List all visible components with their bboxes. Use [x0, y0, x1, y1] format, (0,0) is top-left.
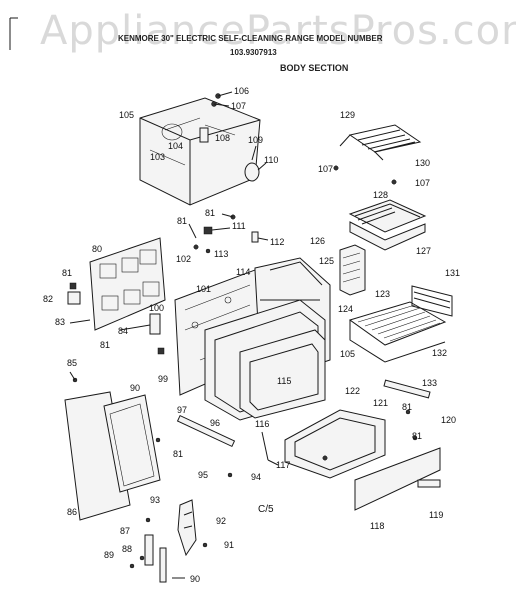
label-81e: 81: [402, 402, 412, 412]
label-119: 119: [429, 510, 443, 520]
label-88: 88: [122, 544, 132, 554]
label-82: 82: [43, 294, 53, 304]
diagram-header-number: 103.9307913: [230, 48, 277, 57]
label-121: 121: [373, 398, 388, 408]
label-113: 113: [214, 249, 228, 259]
label-103: 103: [150, 152, 165, 162]
label-130: 130: [415, 158, 430, 168]
label-81d: 81: [100, 340, 110, 350]
part-90-rod: [159, 547, 167, 583]
footer-code: C/5: [258, 504, 274, 515]
label-131: 131: [445, 268, 460, 278]
label-90: 90: [130, 383, 140, 393]
label-126: 126: [310, 236, 325, 246]
part-119-handle: [417, 479, 441, 488]
label-107b: 107: [318, 164, 333, 174]
label-81f: 81: [412, 431, 422, 441]
part-118-drawer-front: [354, 447, 441, 511]
label-104: 104: [168, 141, 183, 151]
label-105: 105: [119, 110, 134, 120]
part-131-rack: [411, 285, 453, 317]
part-106-screw: [215, 91, 233, 99]
label-102: 102: [176, 254, 191, 264]
label-87: 87: [120, 526, 130, 536]
label-90b: 90: [190, 574, 200, 584]
label-84: 84: [118, 326, 128, 336]
label-80: 80: [92, 244, 102, 254]
label-108: 108: [215, 133, 230, 143]
label-132: 132: [432, 348, 447, 358]
label-96: 96: [210, 418, 220, 428]
watermark: AppliancePartsPros.com: [40, 8, 516, 54]
part-133-trim: [383, 379, 431, 399]
part-128-broiler-pan: [348, 199, 427, 251]
diagram-header-model: KENMORE 30" ELECTRIC SELF-CLEANING RANGE…: [118, 34, 383, 43]
label-91: 91: [224, 540, 234, 550]
label-114: 114: [236, 267, 250, 277]
label-122: 122: [345, 386, 360, 396]
label-111: 111: [232, 221, 246, 231]
label-81g: 81: [173, 449, 183, 459]
label-100: 100: [149, 303, 164, 313]
label-125: 125: [319, 256, 334, 266]
label-106: 106: [234, 86, 249, 96]
label-124: 124: [338, 304, 353, 314]
part-116-screw: [261, 431, 269, 461]
label-101: 101: [196, 284, 211, 294]
label-107: 107: [231, 101, 246, 111]
label-117: 117: [276, 460, 290, 470]
label-95: 95: [198, 470, 208, 480]
label-81b: 81: [177, 216, 187, 226]
label-110: 110: [264, 155, 278, 165]
label-105b: 105: [340, 349, 355, 359]
label-81: 81: [205, 208, 215, 218]
part-87-bracket: [144, 534, 154, 566]
part-126-vent: [339, 244, 366, 296]
label-116: 116: [255, 419, 269, 429]
corner-bracket: [9, 17, 18, 50]
part-121-drawer: [284, 409, 386, 479]
label-94: 94: [251, 472, 261, 482]
label-89: 89: [104, 550, 114, 560]
part-number-labels: 105 106 107 104 103 108 109 110 129 107 …: [43, 86, 460, 584]
label-93: 93: [150, 495, 160, 505]
label-92: 92: [216, 516, 226, 526]
label-123: 123: [375, 289, 390, 299]
label-99: 99: [158, 374, 168, 384]
part-86-door: [64, 391, 161, 521]
label-107c: 107: [415, 178, 430, 188]
part-123-oven-rack: [348, 301, 447, 363]
label-85: 85: [67, 358, 77, 368]
label-81c: 81: [62, 268, 72, 278]
part-105-top-box: [139, 97, 261, 206]
part-80-back-panel: [89, 237, 166, 331]
label-83: 83: [55, 317, 65, 327]
part-109-lamp: [244, 145, 260, 182]
label-97: 97: [177, 405, 187, 415]
label-118: 118: [370, 521, 384, 531]
part-107-screw: [211, 101, 230, 107]
label-128: 128: [373, 190, 388, 200]
label-133: 133: [422, 378, 437, 388]
label-120: 120: [441, 415, 456, 425]
label-86: 86: [67, 507, 77, 517]
label-112: 112: [270, 237, 284, 247]
label-115: 115: [277, 376, 291, 386]
diagram-section-title: BODY SECTION: [280, 63, 349, 73]
part-92-hinge-bracket: [177, 499, 197, 557]
label-127: 127: [416, 246, 431, 256]
part-129-broil-element: [339, 124, 422, 161]
part-100-block: [149, 313, 161, 335]
label-129: 129: [340, 110, 355, 120]
part-124-oven-liner: [204, 299, 326, 421]
label-109: 109: [248, 135, 263, 145]
part-95-hinge: [176, 414, 236, 448]
